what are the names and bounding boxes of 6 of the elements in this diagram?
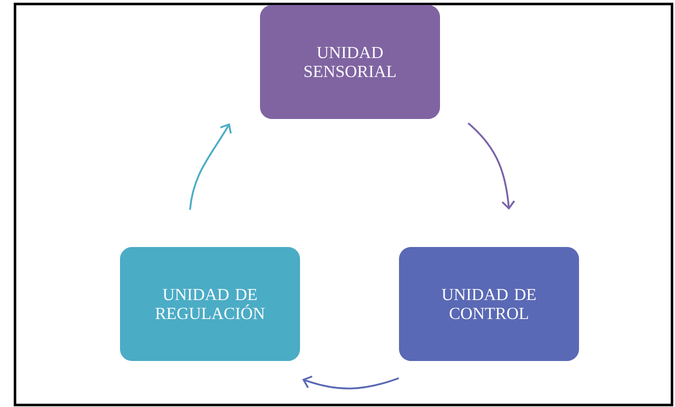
process-box: UNIDAD DE REGULACIÓN bbox=[120, 247, 300, 361]
arrow bbox=[189, 123, 232, 210]
arrow bbox=[468, 122, 515, 210]
process-box: UNIDAD SENSORIAL bbox=[260, 5, 440, 119]
arrow bbox=[302, 376, 400, 390]
process-box: UNIDAD DE CONTROL bbox=[399, 247, 579, 361]
